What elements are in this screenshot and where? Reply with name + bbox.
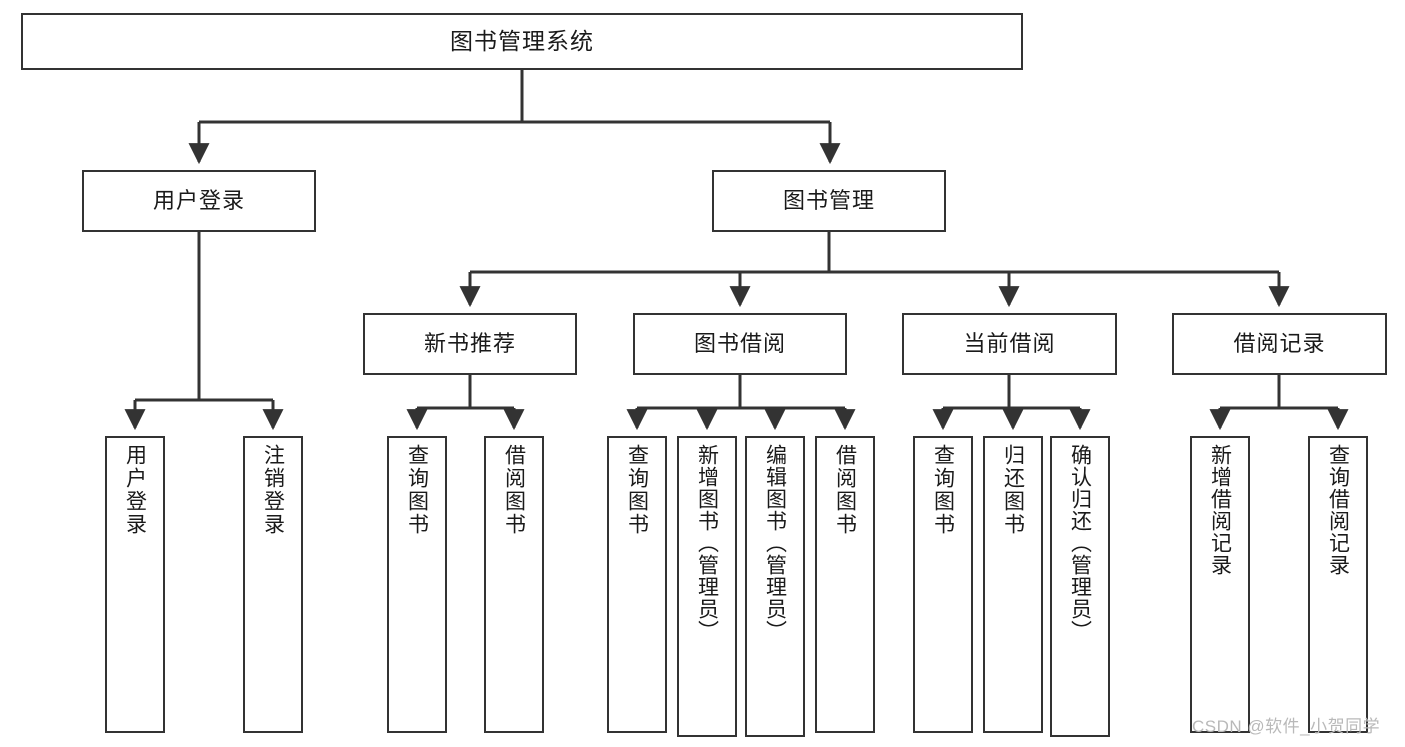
node-leaf-1[interactable]: 注销登录	[243, 436, 303, 733]
node-label: 新书推荐	[423, 331, 516, 357]
node-label: 确认归还（管理员）	[1068, 444, 1092, 642]
node-label: 借阅图书	[502, 444, 526, 536]
node-leaf-10[interactable]: 确认归还（管理员）	[1050, 436, 1110, 737]
node-level3-2[interactable]: 当前借阅	[902, 313, 1117, 375]
node-level2-1[interactable]: 图书管理	[712, 170, 946, 232]
node-level3-1[interactable]: 图书借阅	[633, 313, 847, 375]
node-leaf-8[interactable]: 查询图书	[913, 436, 973, 733]
node-label: 新增借阅记录	[1208, 444, 1232, 576]
node-label: 图书借阅	[693, 331, 786, 357]
node-label: 查询图书	[625, 444, 649, 536]
node-label: 当前借阅	[963, 331, 1056, 357]
node-leaf-9[interactable]: 归还图书	[983, 436, 1043, 733]
node-label: 编辑图书（管理员）	[763, 444, 787, 642]
node-label: 借阅记录	[1233, 331, 1326, 357]
node-leaf-0[interactable]: 用户登录	[105, 436, 165, 733]
node-label: 图书管理系统	[450, 28, 594, 55]
node-leaf-7[interactable]: 借阅图书	[815, 436, 875, 733]
node-level3-0[interactable]: 新书推荐	[363, 313, 577, 375]
node-leaf-2[interactable]: 查询图书	[387, 436, 447, 733]
node-label: 注销登录	[261, 444, 285, 536]
node-label: 用户登录	[152, 188, 245, 214]
node-leaf-4[interactable]: 查询图书	[607, 436, 667, 733]
node-level3-3[interactable]: 借阅记录	[1172, 313, 1387, 375]
node-label: 新增图书（管理员）	[695, 444, 719, 642]
node-label: 用户登录	[123, 444, 147, 536]
node-label: 查询借阅记录	[1326, 444, 1350, 576]
node-leaf-11[interactable]: 新增借阅记录	[1190, 436, 1250, 733]
node-root[interactable]: 图书管理系统	[21, 13, 1023, 70]
node-label: 归还图书	[1001, 444, 1025, 536]
node-leaf-6[interactable]: 编辑图书（管理员）	[745, 436, 805, 737]
node-label: 图书管理	[782, 188, 875, 214]
node-level2-0[interactable]: 用户登录	[82, 170, 316, 232]
node-leaf-12[interactable]: 查询借阅记录	[1308, 436, 1368, 733]
node-label: 查询图书	[405, 444, 429, 536]
node-label: 借阅图书	[833, 444, 857, 536]
node-leaf-5[interactable]: 新增图书（管理员）	[677, 436, 737, 737]
node-label: 查询图书	[931, 444, 955, 536]
node-leaf-3[interactable]: 借阅图书	[484, 436, 544, 733]
